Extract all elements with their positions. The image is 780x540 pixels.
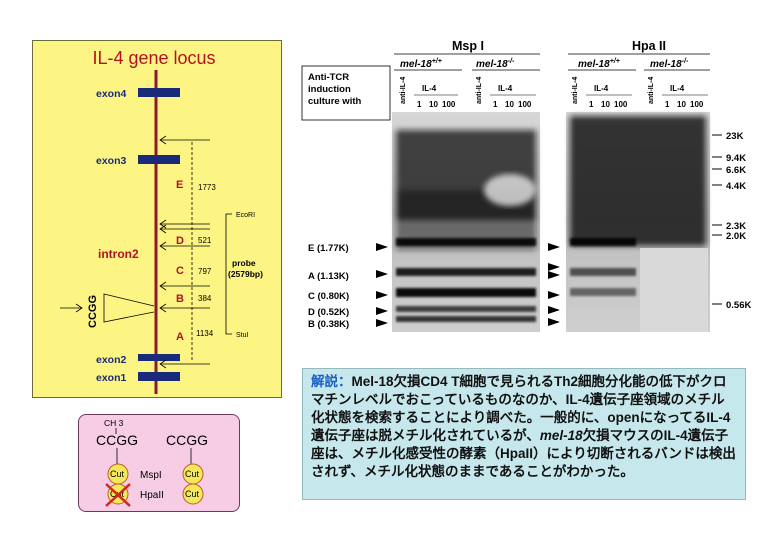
- svg-text:IL-4: IL-4: [498, 84, 513, 93]
- locus-title: IL-4 gene locus: [92, 48, 215, 68]
- msp-title: Msp I: [452, 39, 484, 53]
- segment-D-letter: D: [176, 235, 184, 247]
- exon1-label: exon1: [96, 372, 127, 384]
- svg-text:D (0.52K): D (0.52K): [308, 307, 349, 318]
- segment-B-letter: B: [176, 293, 184, 305]
- exon2-label: exon2: [96, 354, 127, 366]
- svg-text:IL-4: IL-4: [594, 84, 609, 93]
- msp-genotype-wt: mel-18+/+: [400, 58, 442, 70]
- svg-text:IL-4: IL-4: [670, 84, 685, 93]
- caption-keyword: 解説：: [311, 374, 352, 389]
- site-arrows: [159, 135, 210, 369]
- culture-box: [301, 65, 391, 121]
- svg-text:B (0.38K): B (0.38K): [308, 319, 349, 330]
- svg-text:100: 100: [614, 100, 628, 109]
- southern-blot-figure: Msp I Hpa II mel-18+/+ mel-18-/- mel-18+…: [301, 39, 751, 332]
- segment-C-letter: C: [176, 265, 184, 277]
- band-labels: E (1.77K) A (1.13K) C (0.80K) D (0.52K) …: [308, 243, 388, 330]
- svg-text:E (1.77K): E (1.77K): [308, 243, 349, 254]
- svg-text:anti-IL-4: anti-IL-4: [572, 77, 579, 104]
- exon2-box: [138, 354, 180, 361]
- svg-text:1: 1: [493, 100, 498, 109]
- svg-text:0.56K: 0.56K: [726, 300, 751, 311]
- probe-length: (2579bp): [228, 269, 263, 279]
- svg-text:1: 1: [665, 100, 670, 109]
- culture-line3: culture with: [308, 96, 362, 107]
- caption-box: 解説：Mel-18欠損CD4 T細胞で見られるTh2細胞分化能の低下がクロマチン…: [302, 368, 746, 500]
- exon4-box: [138, 88, 180, 97]
- svg-text:anti-IL-4: anti-IL-4: [476, 77, 483, 104]
- segment-B-size: 384: [198, 294, 212, 303]
- ch3-label: CH 3: [104, 418, 124, 428]
- exon3-box: [138, 155, 180, 164]
- exon1-box: [138, 372, 180, 381]
- cut-msp-right: Cut: [185, 469, 200, 479]
- svg-text:A (1.13K): A (1.13K): [308, 271, 349, 282]
- svg-text:C (0.80K): C (0.80K): [308, 291, 349, 302]
- culture-line1: Anti-TCR: [308, 72, 349, 83]
- probe-bracket: [225, 213, 232, 335]
- ccgg-wedge: [103, 293, 155, 323]
- hpaii-label: HpaII: [140, 490, 164, 501]
- segment-E-letter: E: [176, 179, 183, 191]
- svg-text:100: 100: [442, 100, 456, 109]
- mspi-label: MspI: [140, 470, 162, 481]
- ecori-label: EcoRI: [236, 212, 255, 219]
- probe-label: probe: [232, 258, 256, 268]
- segment-D-size: 521: [198, 236, 212, 245]
- hpa-title: Hpa II: [632, 39, 666, 53]
- svg-text:2.3K: 2.3K: [726, 221, 746, 232]
- lane-headers: anti-IL-4 anti-IL-4 anti-IL-4 anti-IL-4 …: [400, 77, 685, 104]
- svg-text:1: 1: [589, 100, 594, 109]
- svg-text:9.4K: 9.4K: [726, 153, 746, 164]
- size-markers: 23K 9.4K 6.6K 4.4K 2.3K 2.0K 0.56K: [712, 131, 751, 311]
- caption-text-2: 欠損マウスのIL-4遺伝子座は、メチル化感受性の酵素（HpaII）により切断され…: [311, 428, 736, 479]
- svg-text:100: 100: [518, 100, 532, 109]
- methylation-diagram: CH 3 CCGG CCGG Cut Cut Cut Cut MspI HpaI…: [96, 418, 208, 507]
- hpa-gel: [566, 112, 710, 332]
- svg-text:10: 10: [429, 100, 438, 109]
- ccgg-arrowhead: [75, 303, 83, 313]
- svg-text:10: 10: [601, 100, 610, 109]
- caption-text-1: Mel-18欠損CD4 T細胞で見られるTh2細胞分化能の低下がクロマチンレベル…: [311, 374, 731, 443]
- svg-text:anti-IL-4: anti-IL-4: [400, 77, 407, 104]
- methylation-panel: [78, 414, 240, 512]
- caption-italic: mel-18: [539, 428, 583, 443]
- exon3-label: exon3: [96, 155, 127, 167]
- hpa-band-arrows: [548, 243, 560, 326]
- intron2-label: intron2: [98, 247, 139, 261]
- ccgg-label: CCGG: [87, 295, 99, 328]
- svg-text:6.6K: 6.6K: [726, 165, 746, 176]
- segment-A-size: 1134: [196, 329, 214, 338]
- svg-text:IL-4: IL-4: [422, 84, 437, 93]
- msp-gel: [392, 112, 540, 332]
- locus-diagram: IL-4 gene locus exon4 exon3 intron2 exon…: [60, 48, 263, 394]
- hpa-genotype-ko: mel-18-/-: [650, 58, 689, 70]
- segment-E-size: 1773: [198, 183, 216, 192]
- svg-text:10: 10: [505, 100, 514, 109]
- svg-text:anti-IL-4: anti-IL-4: [648, 77, 655, 104]
- segment-C-size: 797: [198, 267, 212, 276]
- exon4-label: exon4: [96, 88, 127, 100]
- hpa-genotype-wt: mel-18+/+: [578, 58, 620, 70]
- stui-label: StuI: [236, 332, 249, 339]
- svg-text:1: 1: [417, 100, 422, 109]
- svg-text:4.4K: 4.4K: [726, 181, 746, 192]
- cut-msp-left: Cut: [110, 469, 125, 479]
- culture-line2: induction: [308, 84, 351, 95]
- svg-text:2.0K: 2.0K: [726, 231, 746, 242]
- seq-right: CCGG: [166, 432, 208, 448]
- cut-hpa-right: Cut: [185, 489, 200, 499]
- seq-left: CCGG: [96, 432, 138, 448]
- svg-text:23K: 23K: [726, 131, 744, 142]
- svg-text:100: 100: [690, 100, 704, 109]
- segment-A-letter: A: [176, 331, 184, 343]
- dose-labels: 1 10 100 1 10 100 1 10 100 1 10 100: [417, 100, 704, 109]
- msp-genotype-ko: mel-18-/-: [476, 58, 515, 70]
- svg-text:10: 10: [677, 100, 686, 109]
